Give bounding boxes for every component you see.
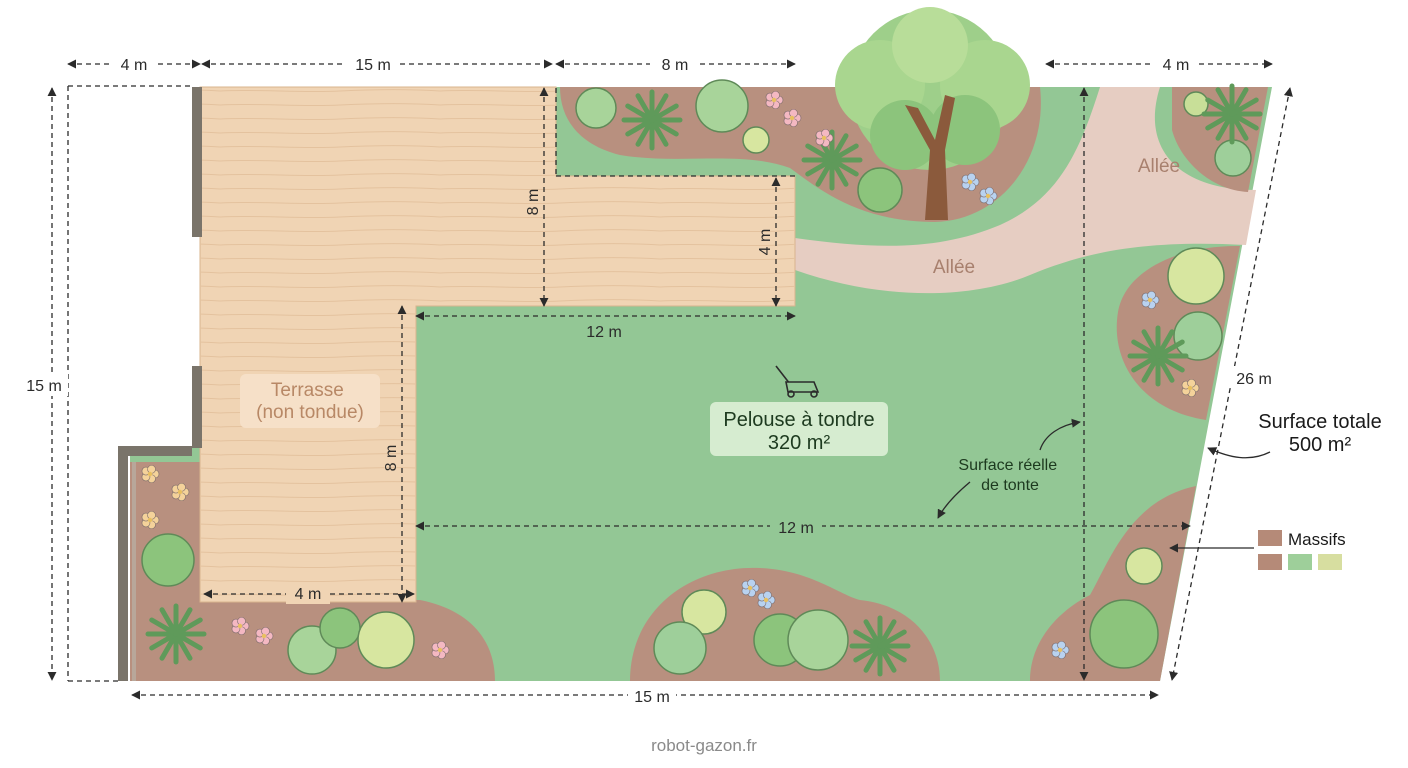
- terrace-label-box: [240, 374, 380, 428]
- dimension-labels: 4 m 15 m 8 m 4 m 15 m 8 m 4 m 12 m 8 m 4…: [20, 52, 1280, 707]
- dim-top-left: 4 m: [121, 57, 148, 74]
- plants: [141, 79, 1263, 677]
- lawn-mower-icon: [775, 365, 820, 398]
- bush: [141, 533, 195, 587]
- dim-terrace-step: 4 m: [757, 229, 774, 256]
- bush: [695, 79, 749, 133]
- legend-label: Massifs: [1288, 530, 1346, 549]
- dim-terrace-upper: 8 m: [525, 189, 542, 216]
- boundary-wall: [118, 446, 192, 681]
- bush: [575, 87, 617, 129]
- bush: [357, 611, 415, 669]
- path-label-middle: Allée: [933, 257, 975, 278]
- bush: [653, 621, 707, 675]
- dim-top-bed: 8 m: [662, 57, 689, 74]
- garden-path: [795, 87, 1256, 294]
- dim-lawn-top: 12 m: [586, 324, 622, 341]
- bush: [1125, 547, 1163, 585]
- legend-swatch-1: [1258, 554, 1282, 570]
- lawn-label-box: [710, 402, 888, 456]
- dim-left-height: 15 m: [26, 378, 62, 395]
- flower: [141, 510, 160, 530]
- flower: [741, 578, 760, 598]
- tree: [835, 7, 1030, 220]
- footer-source: robot-gazon.fr: [651, 736, 757, 755]
- path-label-top: Allée: [1138, 156, 1180, 177]
- bush: [1214, 139, 1252, 177]
- legend: Massifs: [1258, 530, 1346, 570]
- dim-bottom: 15 m: [634, 689, 670, 706]
- bush: [1089, 599, 1159, 669]
- dim-terrace-lower: 8 m: [383, 445, 400, 472]
- annotation-arrows: [937, 418, 1271, 553]
- flower: [141, 464, 160, 484]
- flower: [255, 626, 274, 646]
- dim-top-terrace: 15 m: [355, 57, 391, 74]
- flower: [815, 128, 834, 148]
- total-area: 500 m²: [1289, 434, 1352, 456]
- legend-swatch-3: [1318, 554, 1342, 570]
- flower: [431, 640, 450, 660]
- real-mowing-label: Surface réelle de tonte: [958, 457, 1061, 494]
- flower: [783, 108, 802, 128]
- flower: [961, 172, 980, 192]
- flower: [757, 590, 776, 610]
- house-wall: [192, 87, 202, 237]
- flower: [231, 616, 250, 636]
- flower: [1051, 640, 1070, 660]
- dim-lawn-middle: 12 m: [778, 520, 814, 537]
- bush: [787, 609, 849, 671]
- total-title: Surface totale: [1258, 411, 1381, 433]
- flower: [1141, 290, 1160, 310]
- flower: [765, 90, 784, 110]
- lawn-title: Pelouse à tondre: [723, 409, 874, 431]
- bush: [742, 126, 770, 154]
- flower: [979, 186, 998, 206]
- grass-plant: [849, 615, 911, 677]
- terrace-label: Terrasse (non tondue): [256, 380, 364, 423]
- bush: [319, 607, 361, 649]
- bush: [857, 167, 903, 213]
- grass-plant: [145, 603, 207, 665]
- dim-top-right: 4 m: [1163, 57, 1190, 74]
- dim-diagonal: 26 m: [1236, 371, 1272, 388]
- bush: [1167, 247, 1225, 305]
- legend-swatch-massifs: [1258, 530, 1282, 546]
- legend-swatch-2: [1288, 554, 1312, 570]
- dim-terrace-bottom: 4 m: [295, 586, 322, 603]
- lawn-area: 320 m²: [768, 432, 831, 454]
- flower: [171, 482, 190, 502]
- bush: [1173, 311, 1223, 361]
- house-wall-lower: [192, 366, 202, 448]
- bush: [681, 589, 727, 635]
- grass-plant: [621, 89, 683, 151]
